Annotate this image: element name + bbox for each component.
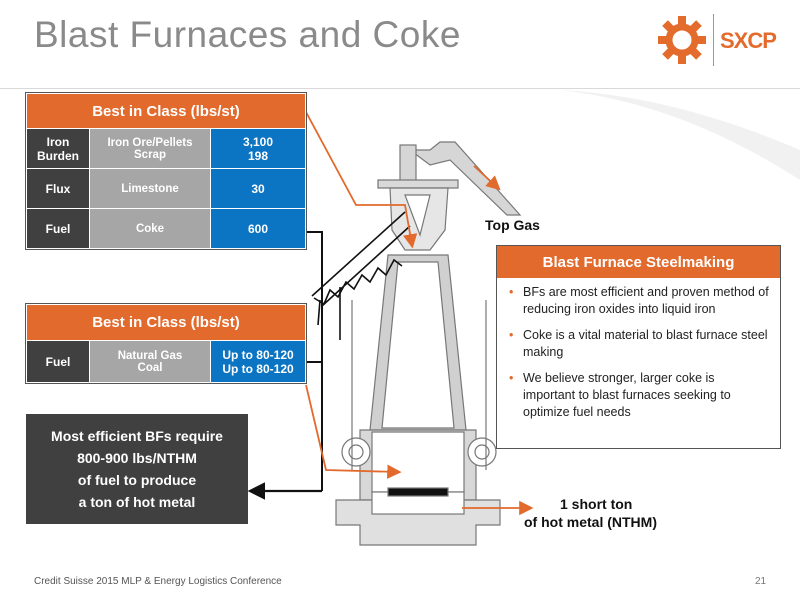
value-line: 198 <box>247 148 269 163</box>
logo-divider <box>713 14 714 66</box>
table2-material: Natural Gas Coal <box>89 340 211 383</box>
table1-header: Best in Class (lbs/st) <box>26 93 306 129</box>
callout-line: of fuel to produce <box>77 472 197 488</box>
bullet-text: Coke is a vital material to blast furnac… <box>523 328 768 359</box>
page-number: 21 <box>755 576 767 587</box>
table1-value: 3,100 198 <box>210 128 306 169</box>
bullet-icon: • <box>509 371 514 385</box>
value-line: Up to 80-120 <box>222 347 294 362</box>
nthm-label-line1: 1 short ton <box>560 496 633 512</box>
sxcp-gear-sun-icon <box>658 16 706 64</box>
callout-line: a ton of hot metal <box>78 494 196 510</box>
table1-row-label: Fuel <box>26 208 90 249</box>
sxcp-logo-text: SXCP <box>720 28 777 53</box>
value-line: Up to 80-120 <box>222 361 294 376</box>
table1-value: 600 <box>210 208 306 249</box>
fuel-efficiency-callout: Most efficient BFs require 800-900 lbs/N… <box>26 414 248 524</box>
footer-text: Credit Suisse 2015 MLP & Energy Logistic… <box>34 576 282 587</box>
background-swoosh <box>560 90 800 180</box>
bullet-text: BFs are most efficient and proven method… <box>523 285 769 316</box>
steelmaking-panel-header: Blast Furnace Steelmaking <box>497 246 780 278</box>
table2-value: Up to 80-120 Up to 80-120 <box>210 340 306 383</box>
nthm-label-line2: of hot metal (NTHM) <box>524 514 657 530</box>
table1-material: Coke <box>89 208 211 249</box>
bullet-text: We believe stronger, larger coke is impo… <box>523 371 731 419</box>
table1-material: Limestone <box>89 168 211 209</box>
table1-row-label: Flux <box>26 168 90 209</box>
best-in-class-table-1: Best in Class (lbs/st) Iron Burden Iron … <box>25 92 307 250</box>
table2-header: Best in Class (lbs/st) <box>26 304 306 341</box>
title-divider <box>0 88 800 89</box>
value-line: 3,100 <box>242 134 274 149</box>
best-in-class-table-2: Best in Class (lbs/st) Fuel Natural Gas … <box>25 303 307 384</box>
top-gas-label: Top Gas <box>485 217 540 233</box>
table1-material: Iron Ore/Pellets Scrap <box>89 128 211 169</box>
material-line: Coal <box>137 361 163 374</box>
bullet-icon: • <box>509 328 514 342</box>
label-line: Iron <box>46 134 70 149</box>
bullet-item: • Coke is a vital material to blast furna… <box>509 327 770 361</box>
callout-line: Most efficient BFs require <box>51 428 223 444</box>
bullet-item: • BFs are most efficient and proven metho… <box>509 284 770 318</box>
table1-value: 30 <box>210 168 306 209</box>
material-line: Natural Gas <box>117 349 183 362</box>
material-line: Scrap <box>134 148 166 161</box>
label-line: Burden <box>37 148 79 163</box>
callout-line: 800-900 lbs/NTHM <box>77 450 197 466</box>
table1-row-label: Iron Burden <box>26 128 90 169</box>
bullet-item: • We believe stronger, larger coke is imp… <box>509 370 770 421</box>
material-line: Iron Ore/Pellets <box>107 136 193 149</box>
steelmaking-panel: Blast Furnace Steelmaking • BFs are most … <box>496 245 781 449</box>
table2-row-label: Fuel <box>26 340 90 383</box>
steelmaking-bullets: • BFs are most efficient and proven metho… <box>497 278 780 421</box>
bullet-icon: • <box>509 285 514 299</box>
slide-title: Blast Furnaces and Coke <box>34 14 461 55</box>
